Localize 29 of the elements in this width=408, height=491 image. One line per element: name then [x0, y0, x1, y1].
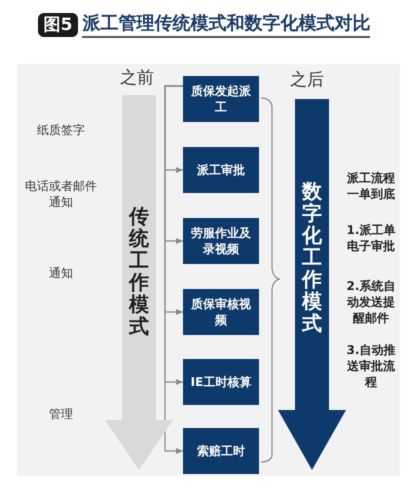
note-text: 派工流程一单到底 — [346, 170, 396, 202]
process-box — [183, 218, 259, 264]
box-label: 派工审批 — [197, 162, 245, 178]
arrow-label: 传统工作模式 — [129, 205, 149, 337]
box-label: IE工时核算 — [190, 374, 252, 390]
process-box — [183, 428, 259, 474]
down-arrow — [105, 95, 173, 470]
arrow — [164, 85, 183, 454]
figure-number-badge: 图5 — [38, 13, 78, 37]
heading: 之后 — [290, 70, 324, 90]
process-box — [183, 147, 259, 193]
note-text: 3.自动推送审批流程 — [346, 342, 396, 390]
note-text: 管理 — [48, 406, 74, 422]
process-box — [183, 289, 259, 335]
title: 派工管理传统模式和数字化模式对比 — [82, 12, 370, 38]
box-label: 质保发起派工 — [190, 83, 252, 115]
arrow-label: 数字化工作模式 — [302, 180, 322, 334]
note-text: 1.派工单电子审批 — [346, 222, 396, 254]
process-box — [183, 76, 259, 122]
process-box — [183, 359, 259, 405]
note-text: 纸质签字 — [36, 122, 86, 138]
box-label: 质保审核视频 — [190, 296, 252, 328]
down-arrow — [278, 99, 346, 470]
box-label: 劳服作业及录视频 — [190, 225, 252, 257]
note-text: 通知 — [48, 265, 74, 281]
note-text: 电话或者邮件通知 — [24, 178, 98, 210]
heading: 之前 — [120, 68, 154, 88]
box-label: 索赔工时 — [197, 443, 245, 459]
note-text: 2.系统自动发送提醒邮件 — [346, 278, 396, 326]
